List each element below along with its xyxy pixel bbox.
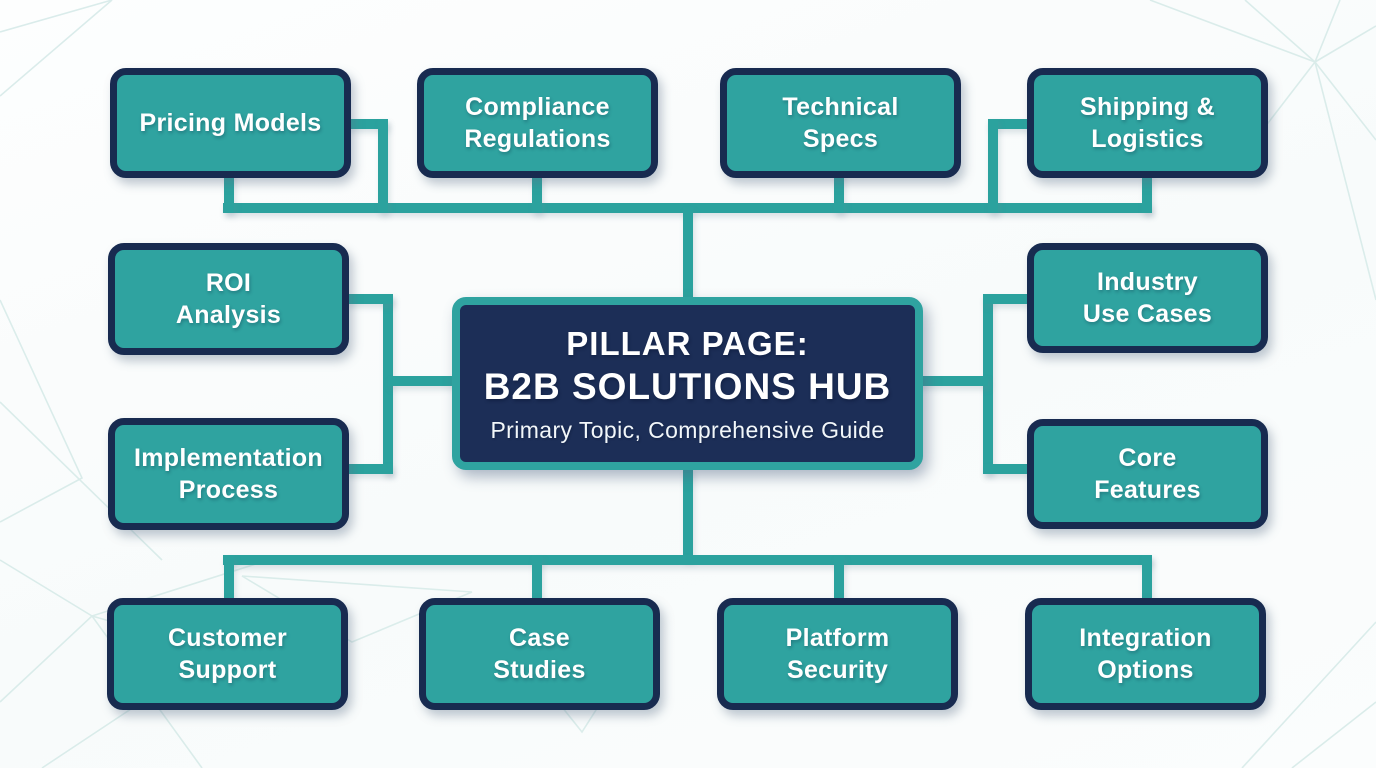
- connector-stub-pricing: [345, 119, 388, 129]
- node-case-studies-label: Case Studies: [493, 623, 586, 685]
- node-roi-analysis: ROI Analysis: [108, 243, 349, 355]
- node-roi-analysis-label: ROI Analysis: [175, 268, 282, 330]
- connector-drop-shipping: [1142, 170, 1152, 213]
- node-shipping-logistics: Shipping & Logistics: [1027, 68, 1268, 178]
- node-integration-options-label: Integration Options: [1079, 623, 1212, 685]
- node-technical-specs: Technical Specs: [720, 68, 961, 178]
- connector-right-vertical: [983, 294, 993, 474]
- connector-right-to-center: [916, 376, 988, 386]
- center-title-line1: PILLAR PAGE:: [566, 324, 809, 362]
- connector-stub-shipping: [988, 119, 1033, 129]
- connector-drop-platform: [834, 555, 844, 602]
- connector-stub-industry: [983, 294, 1032, 304]
- connector-drop-compliance: [532, 170, 542, 213]
- center-subtitle: Primary Topic, Comprehensive Guide: [490, 417, 885, 444]
- node-shipping-logistics-label: Shipping & Logistics: [1080, 92, 1215, 154]
- node-implementation-process: Implementation Process: [108, 418, 349, 530]
- node-platform-security-label: Platform Security: [785, 623, 890, 685]
- connector-left-to-center: [388, 376, 460, 386]
- connector-drop-customer: [224, 555, 234, 602]
- connector-stub-pricing-vertical: [378, 119, 388, 213]
- node-customer-support: Customer Support: [107, 598, 348, 710]
- connector-drop-integration: [1142, 555, 1152, 602]
- center-title-line2: B2B SOLUTIONS HUB: [483, 366, 892, 407]
- node-compliance-regulations: Compliance Regulations: [417, 68, 658, 178]
- node-pricing-models-label: Pricing Models: [139, 108, 322, 137]
- connector-drop-case: [532, 555, 542, 602]
- connector-stub-core: [983, 464, 1032, 474]
- connector-stub-implementation: [345, 464, 393, 474]
- node-industry-use-cases-label: Industry Use Cases: [1082, 267, 1213, 329]
- connector-stub-roi: [345, 294, 393, 304]
- connector-trunk-top: [683, 207, 693, 300]
- node-implementation-process-label: Implementation Process: [134, 443, 323, 505]
- node-platform-security: Platform Security: [717, 598, 958, 710]
- node-core-features-label: Core Features: [1094, 443, 1201, 505]
- connector-bottom-bar: [223, 555, 1152, 565]
- node-pricing-models: Pricing Models: [110, 68, 351, 178]
- node-technical-specs-label: Technical Specs: [782, 92, 899, 154]
- node-industry-use-cases: Industry Use Cases: [1027, 243, 1268, 353]
- node-integration-options: Integration Options: [1025, 598, 1266, 710]
- node-customer-support-label: Customer Support: [167, 623, 288, 685]
- connector-drop-technical: [834, 170, 844, 213]
- center-pillar-node: PILLAR PAGE: B2B SOLUTIONS HUB Primary T…: [452, 297, 923, 470]
- node-core-features: Core Features: [1027, 419, 1268, 529]
- connector-stub-shipping-vertical: [988, 119, 998, 213]
- node-compliance-regulations-label: Compliance Regulations: [464, 92, 611, 154]
- connector-trunk-bottom: [683, 467, 693, 560]
- connector-drop-pricing: [224, 170, 234, 213]
- node-case-studies: Case Studies: [419, 598, 660, 710]
